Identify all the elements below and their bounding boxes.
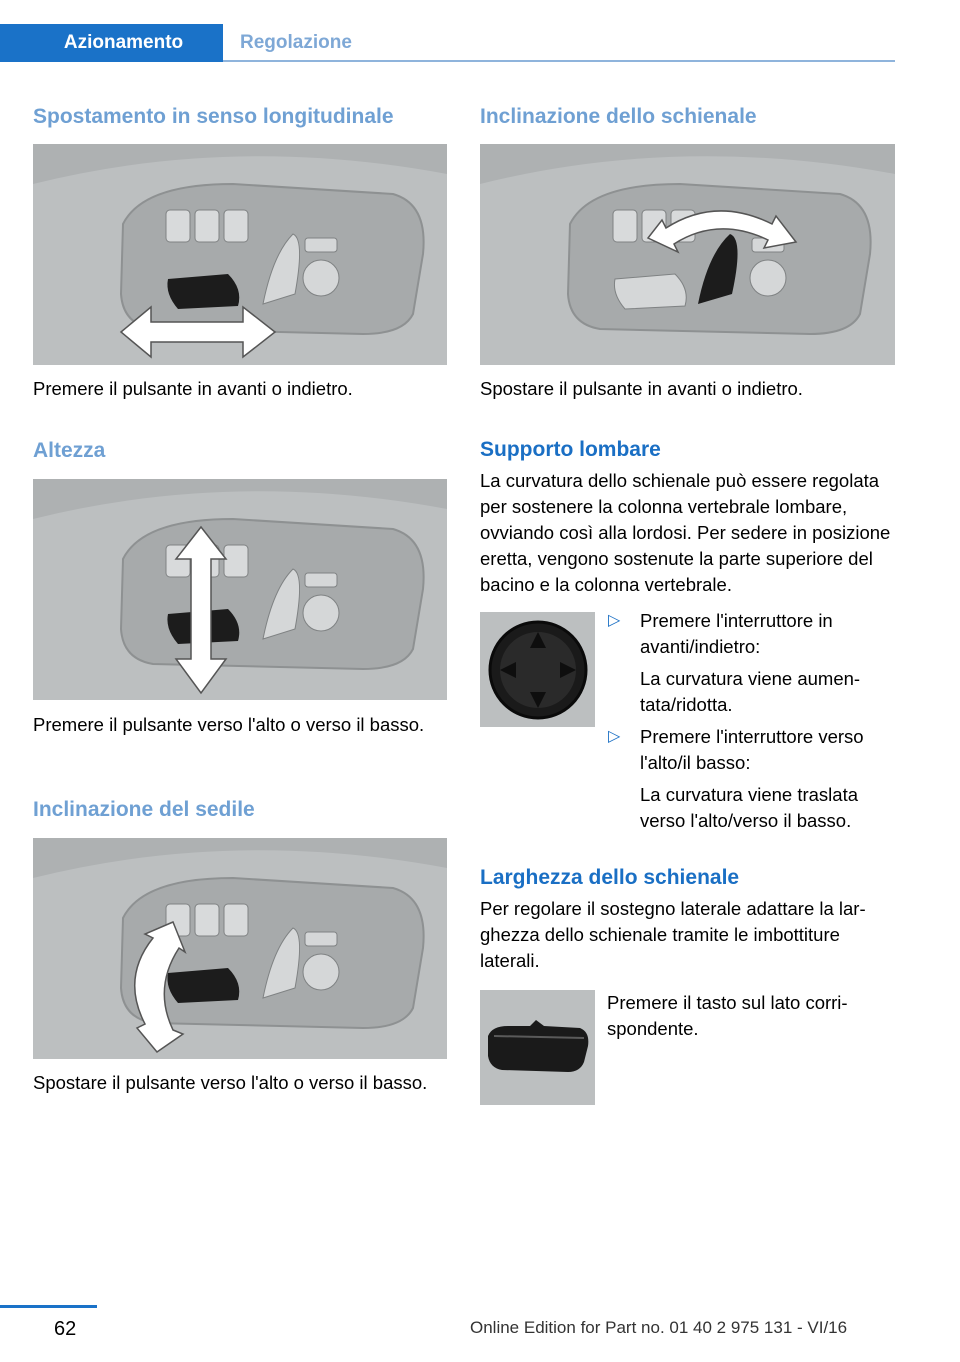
figure-longitudinal bbox=[33, 144, 447, 365]
text-backrest-width: Per regolare il sostegno laterale adatta… bbox=[480, 898, 866, 971]
heading-backrest-width: Larghezza dello schienale bbox=[480, 866, 740, 889]
list-item: ▷ Premere l'interruttore in avanti/indie… bbox=[608, 608, 898, 718]
arrow-icon bbox=[119, 305, 277, 359]
list-item: ▷ Premere l'interruttore verso l'alto/il… bbox=[608, 724, 898, 834]
figure-seat-tilt bbox=[33, 838, 447, 1059]
bullet-main: Premere l'interruttore in avanti/indietr… bbox=[640, 610, 833, 657]
figure-backrest-tilt bbox=[480, 144, 895, 365]
heading-lumbar: Supporto lombare bbox=[480, 438, 661, 461]
bullet-sub: La curvatura viene aumen­tata/ridotta. bbox=[640, 668, 861, 715]
page-header: Azionamento Regolazione bbox=[0, 0, 960, 62]
bullet-icon: ▷ bbox=[608, 728, 621, 745]
text-lumbar: La curvatura dello schienale può essere … bbox=[480, 470, 891, 595]
heading-height: Altezza bbox=[33, 439, 106, 462]
heading-longitudinal: Spostamento in senso longitudinale bbox=[33, 105, 394, 128]
page-number: 62 bbox=[54, 1318, 77, 1340]
heading-seat-tilt: Inclinazione del sedile bbox=[33, 798, 255, 821]
text-width-side: Premere il tasto sul lato corri­spondent… bbox=[607, 992, 848, 1039]
text-height: Premere il pulsante verso l'alto o verso… bbox=[33, 714, 425, 735]
footer-rule bbox=[0, 1305, 97, 1308]
figure-height bbox=[33, 479, 447, 700]
tab-azionamento[interactable]: Azionamento bbox=[0, 24, 223, 62]
bullet-sub: La curvatura viene traslata verso l'alto… bbox=[640, 784, 859, 831]
arrow-icon bbox=[174, 525, 228, 695]
figure-lumbar-switch bbox=[480, 612, 595, 727]
edition-text: Online Edition for Part no. 01 40 2 975 … bbox=[470, 1318, 848, 1337]
figure-width-button bbox=[480, 990, 595, 1105]
arrow-icon bbox=[134, 921, 187, 1054]
lumbar-bullet-list: ▷ Premere l'interruttore in avanti/indie… bbox=[608, 608, 898, 834]
heading-backrest-tilt: Inclinazione dello schienale bbox=[480, 105, 757, 128]
text-longitudinal: Premere il pulsante in avanti o indietro… bbox=[33, 378, 353, 399]
header-rule bbox=[223, 60, 895, 62]
tab-regolazione[interactable]: Regolazione bbox=[240, 32, 352, 53]
arrow-icon bbox=[646, 210, 798, 254]
bullet-main: Premere l'interruttore verso l'alto/il b… bbox=[640, 726, 864, 773]
text-backrest-tilt: Spostare il pulsante in avanti o indietr… bbox=[480, 378, 803, 399]
bullet-icon: ▷ bbox=[608, 612, 621, 629]
text-seat-tilt: Spostare il pulsante verso l'alto o vers… bbox=[33, 1072, 428, 1093]
